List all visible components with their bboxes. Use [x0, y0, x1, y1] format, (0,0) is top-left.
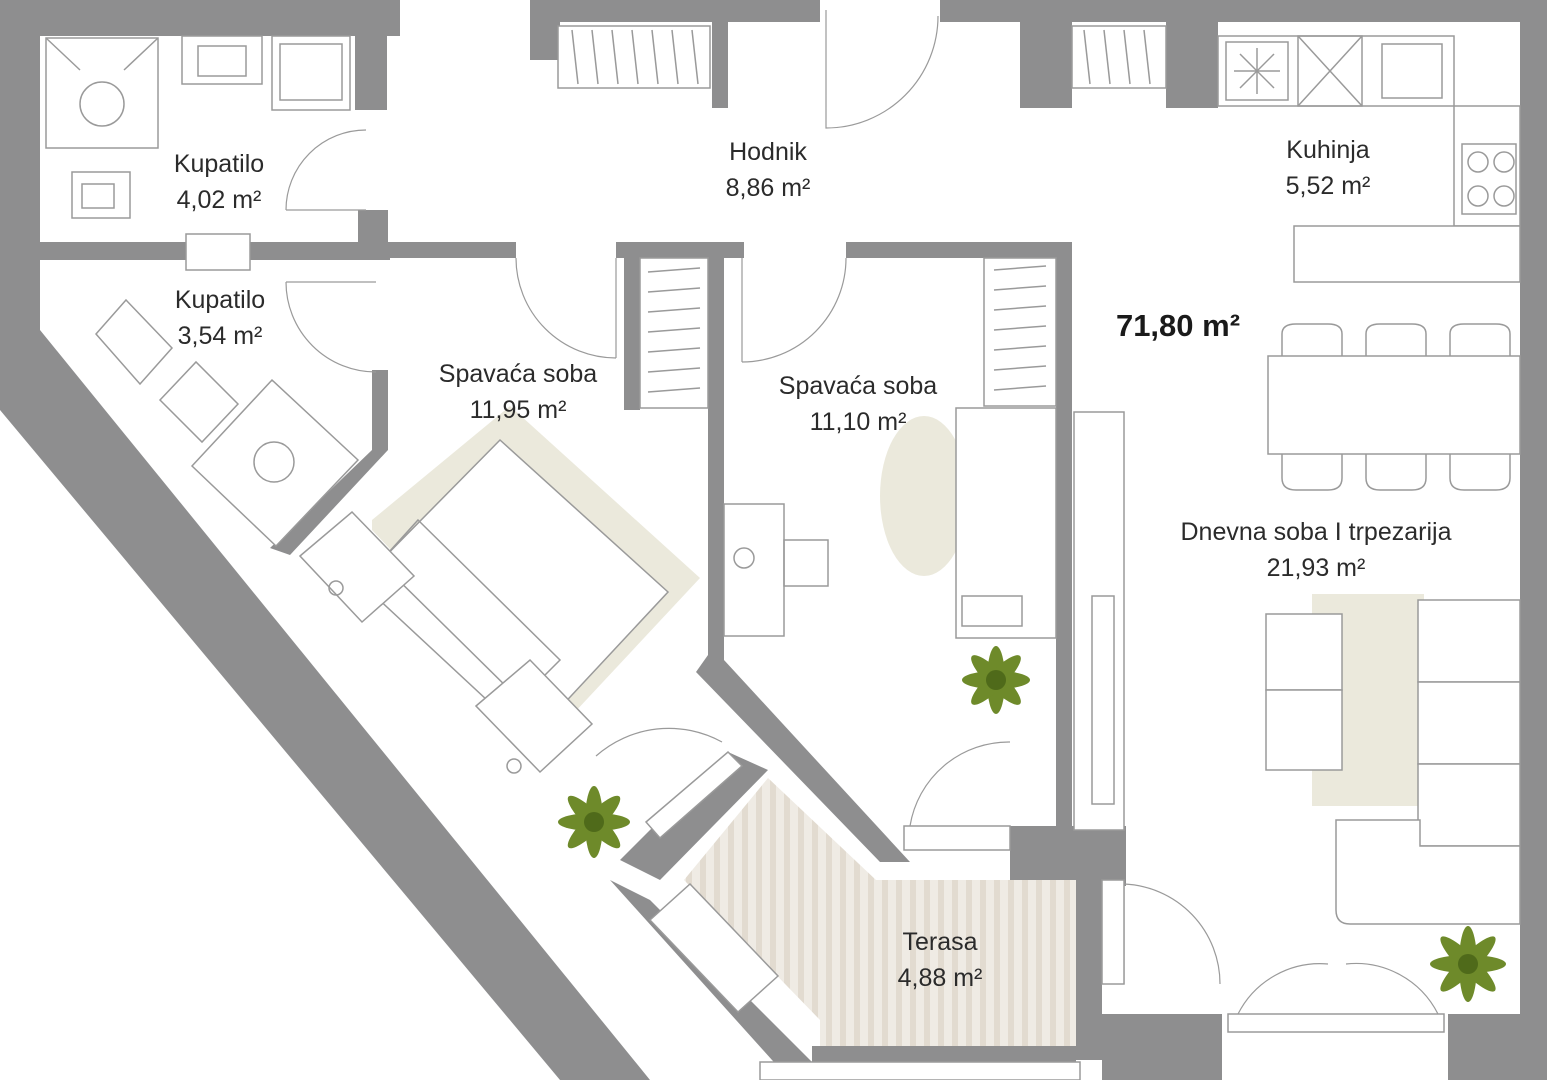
bedroom1-furniture	[298, 257, 709, 774]
kitchen-area: 5,52 m²	[1286, 172, 1371, 200]
bath1-name: Kupatilo	[174, 150, 264, 178]
kitchen-fixtures	[1217, 35, 1521, 283]
hall-area: 8,86 m²	[726, 174, 811, 202]
bath1-area: 4,02 m²	[177, 186, 262, 214]
terrace-fixtures	[595, 727, 1125, 1080]
kitchen-name: Kuhinja	[1286, 136, 1369, 164]
bed1-area: 11,95 m²	[470, 396, 567, 424]
bath2-fixtures	[95, 281, 377, 548]
bath2-name: Kupatilo	[175, 286, 265, 314]
bed1-name: Spavaća soba	[439, 360, 598, 388]
bedroom2-furniture	[723, 257, 1057, 851]
plant-icon	[558, 646, 1506, 1002]
bath1-fixtures	[45, 35, 367, 271]
living-area: 21,93 m²	[1267, 554, 1366, 582]
terrace-name: Terasa	[902, 928, 977, 956]
bed2-area: 11,10 m²	[810, 408, 907, 436]
total-area: 71,80 m²	[1116, 308, 1240, 343]
terrace-area: 4,88 m²	[898, 964, 983, 992]
bed2-name: Spavaća soba	[779, 372, 938, 400]
hall-fixtures	[515, 10, 1167, 363]
terrace-deck	[684, 778, 1076, 1046]
dining-table	[1267, 323, 1521, 491]
living-furniture	[1073, 411, 1521, 1033]
living-name: Dnevna soba I trpezarija	[1181, 518, 1452, 546]
hall-name: Hodnik	[729, 138, 807, 166]
bath2-area: 3,54 m²	[178, 322, 263, 350]
